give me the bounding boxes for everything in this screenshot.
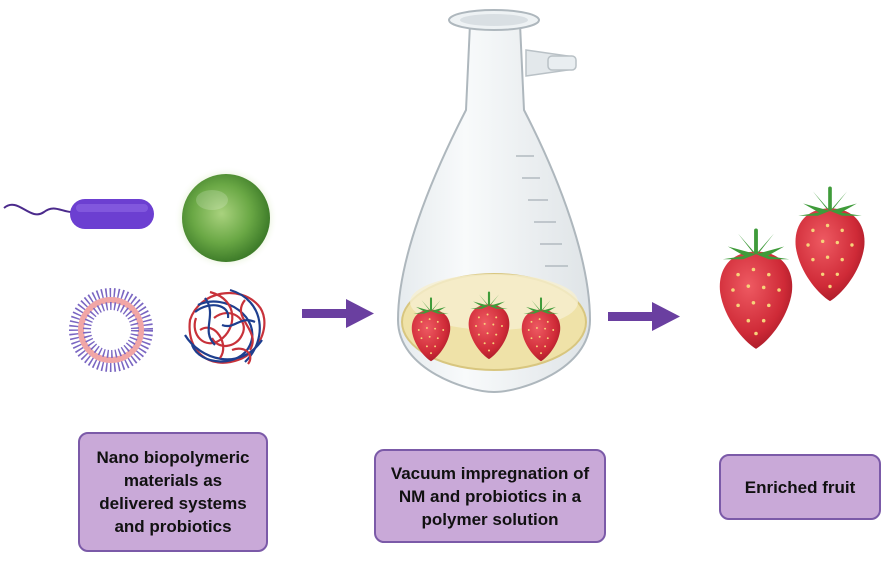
label-text: Enriched fruit: [744, 477, 856, 497]
arrow-2: [608, 302, 680, 331]
polymer-nanoparticle-icon: [183, 284, 271, 372]
enriched-fruit-icon: [719, 186, 865, 349]
arrow-1: [302, 299, 374, 328]
label-text: Nano biopolymeric materials as delivered…: [96, 448, 250, 536]
liposome-icon: [69, 288, 153, 372]
label-text: Vacuum impregnation of NM and probiotics…: [390, 463, 590, 529]
strawberry-icon: [719, 228, 793, 349]
label-nano-biopolymeric-materials: Nano biopolymeric materials as delivered…: [78, 432, 268, 552]
label-vacuum-impregnation: Vacuum impregnation of NM and probiotics…: [374, 449, 606, 543]
vacuum-flask-icon: [396, 9, 592, 394]
bacterium-icon: [3, 199, 154, 229]
strawberry-icon: [795, 186, 865, 302]
green-sphere-icon: [174, 166, 278, 270]
label-enriched-fruit: Enriched fruit: [719, 454, 881, 520]
